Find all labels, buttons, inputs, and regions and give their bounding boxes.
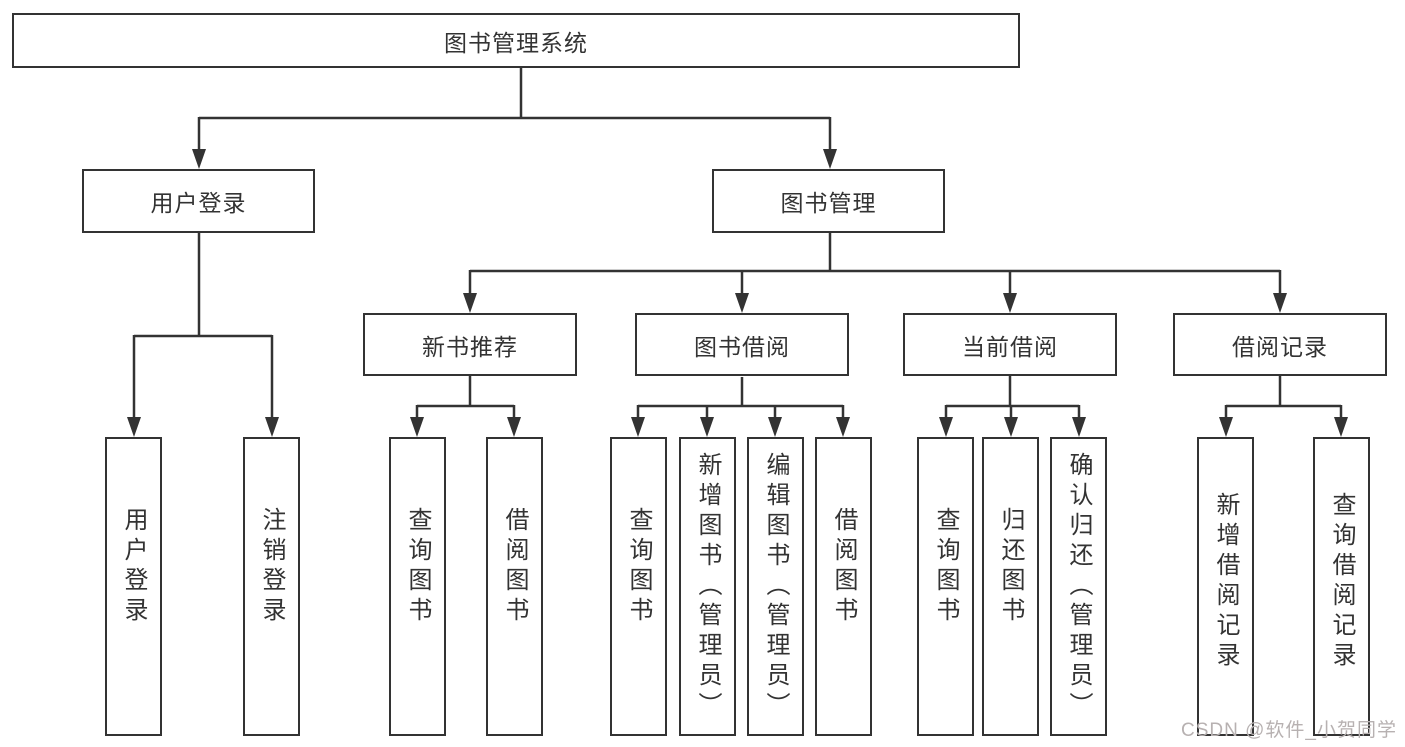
node-book-borrow-label: 图书借阅: [694, 333, 790, 360]
node-borrow-records: 借阅记录: [1173, 313, 1387, 376]
leaf-borrow-books-recommend: 借阅图书: [486, 437, 543, 736]
node-root-label: 图书管理系统: [444, 29, 588, 56]
leaf-return-books: 归还图书: [982, 437, 1039, 736]
node-book-management: 图书管理: [712, 169, 945, 233]
leaf-query-books-borrow: 查询图书: [610, 437, 667, 736]
node-current-borrow-label: 当前借阅: [962, 333, 1058, 360]
leaf-add-borrow-record: 新增借阅记录: [1197, 437, 1254, 736]
leaf-query-books-borrow-label: 查询图书: [625, 506, 652, 627]
leaf-logout: 注销登录: [243, 437, 300, 736]
node-user-login: 用户登录: [82, 169, 315, 233]
leaf-borrow-books-label: 借阅图书: [830, 506, 857, 627]
node-new-book-recommend: 新书推荐: [363, 313, 577, 376]
leaf-query-books-recommend: 查询图书: [389, 437, 446, 736]
node-borrow-records-label: 借阅记录: [1232, 333, 1328, 360]
leaf-confirm-return-admin-label: 确认归还（管理员）: [1065, 451, 1092, 722]
leaf-query-books-recommend-label: 查询图书: [404, 506, 431, 627]
node-new-book-recommend-label: 新书推荐: [422, 333, 518, 360]
node-book-borrow: 图书借阅: [635, 313, 849, 376]
leaf-borrow-books: 借阅图书: [815, 437, 872, 736]
leaf-add-borrow-record-label: 新增借阅记录: [1212, 491, 1239, 672]
node-book-management-label: 图书管理: [780, 190, 877, 216]
leaf-edit-books-admin: 编辑图书（管理员）: [747, 437, 804, 736]
leaf-add-books-admin: 新增图书（管理员）: [679, 437, 736, 736]
node-root-system: 图书管理系统: [12, 13, 1020, 68]
node-current-borrow: 当前借阅: [903, 313, 1117, 376]
leaf-query-borrow-record: 查询借阅记录: [1313, 437, 1370, 736]
leaf-user-login-label: 用户登录: [120, 506, 147, 627]
csdn-watermark: CSDN @软件_小贺同学: [1181, 720, 1397, 741]
leaf-logout-label: 注销登录: [258, 506, 285, 627]
leaf-return-books-label: 归还图书: [997, 506, 1024, 627]
leaf-query-books-current: 查询图书: [917, 437, 974, 736]
leaf-user-login: 用户登录: [105, 437, 162, 736]
node-user-login-label: 用户登录: [150, 190, 247, 216]
leaf-add-books-admin-label: 新增图书（管理员）: [694, 451, 721, 722]
leaf-query-books-current-label: 查询图书: [932, 506, 959, 627]
leaf-edit-books-admin-label: 编辑图书（管理员）: [762, 451, 789, 722]
leaf-query-borrow-record-label: 查询借阅记录: [1328, 491, 1355, 672]
leaf-confirm-return-admin: 确认归还（管理员）: [1050, 437, 1107, 736]
leaf-borrow-books-recommend-label: 借阅图书: [501, 506, 528, 627]
